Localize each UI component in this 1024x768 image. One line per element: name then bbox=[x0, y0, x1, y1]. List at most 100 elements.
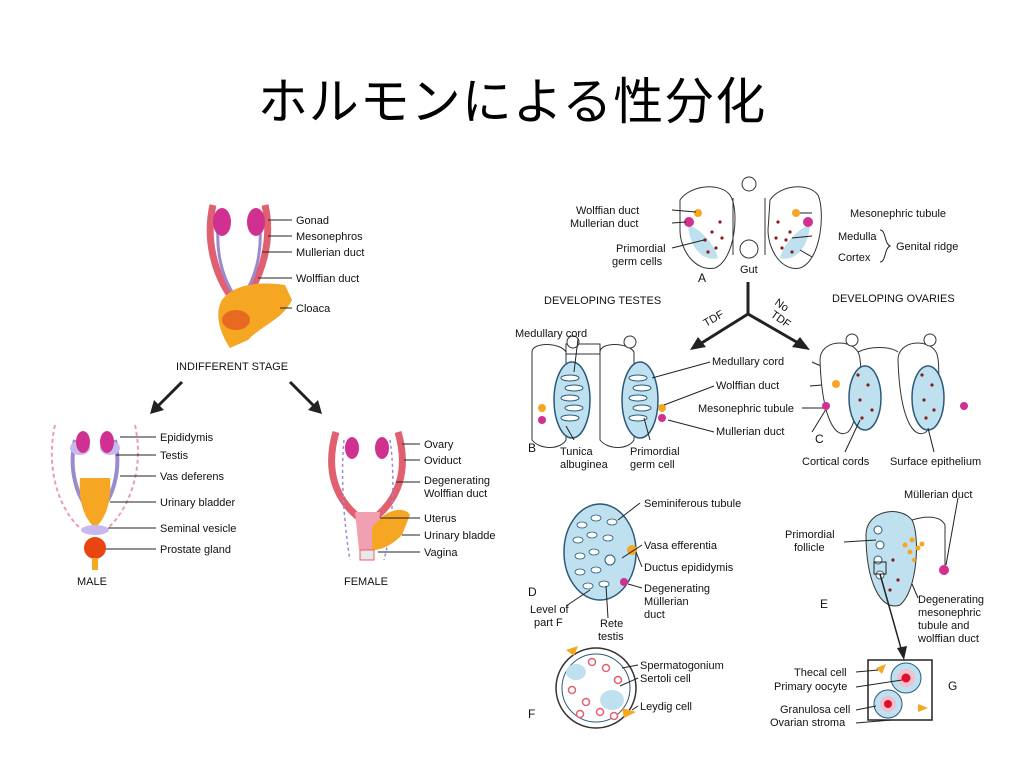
panel-a-leader-lines bbox=[671, 209, 813, 258]
male-figure bbox=[50, 424, 139, 570]
label-d-degenerating: Degenerating bbox=[644, 583, 710, 595]
label-wolffian-duct-female: Wolffian duct bbox=[424, 488, 487, 500]
label-b-germ-cell: germ cell bbox=[630, 459, 675, 471]
panel-c-figure bbox=[819, 333, 968, 435]
label-a-germ-cells: germ cells bbox=[612, 256, 663, 268]
indifferent-stage-figure bbox=[206, 204, 292, 348]
label-ovarian-stroma: Ovarian stroma bbox=[770, 717, 846, 729]
label-part-f: part F bbox=[534, 617, 563, 629]
label-thecal-cell: Thecal cell bbox=[794, 667, 847, 679]
female-caption: FEMALE bbox=[344, 576, 388, 588]
label-mesonephros: Mesonephros bbox=[296, 231, 363, 243]
panel-e-leader-lines bbox=[843, 497, 959, 599]
label-epididymis: Epididymis bbox=[160, 432, 214, 444]
panel-a-figure bbox=[679, 176, 822, 269]
branch-arrows bbox=[690, 282, 810, 350]
label-urinary-bladder-male: Urinary bladder bbox=[160, 497, 236, 509]
label-a-medulla: Medulla bbox=[838, 231, 877, 243]
letter-e: E bbox=[820, 597, 828, 611]
label-ductus-epididymis: Ductus epididymis bbox=[644, 562, 734, 574]
indifferent-leader-lines bbox=[258, 219, 292, 309]
panel-e-figure bbox=[865, 511, 949, 607]
label-oviduct: Oviduct bbox=[424, 455, 461, 467]
label-e-wolffian-duct: wolffian duct bbox=[917, 633, 979, 645]
label-gonad: Gonad bbox=[296, 215, 329, 227]
label-seminal-vesicle: Seminal vesicle bbox=[160, 523, 236, 535]
label-d-duct: duct bbox=[644, 609, 665, 621]
letter-d: D bbox=[528, 585, 537, 599]
label-tdf: TDF bbox=[702, 308, 727, 329]
letter-c: C bbox=[815, 432, 824, 446]
panel-f-figure bbox=[555, 646, 637, 729]
indifferent-stage-caption: INDIFFERENT STAGE bbox=[176, 361, 288, 373]
label-leydig-cell: Leydig cell bbox=[640, 701, 692, 713]
label-granulosa-cell: Granulosa cell bbox=[780, 704, 850, 716]
panel-c-leader-lines bbox=[844, 419, 935, 453]
panel-g-leader-lines bbox=[855, 669, 903, 724]
letter-f: F bbox=[528, 707, 535, 721]
label-spermatogonium: Spermatogonium bbox=[640, 660, 724, 672]
panel-b-figure bbox=[531, 335, 666, 448]
developing-ovaries-caption: DEVELOPING OVARIES bbox=[832, 293, 955, 305]
label-a-gut: Gut bbox=[740, 264, 758, 276]
label-prostate-gland: Prostate gland bbox=[160, 544, 231, 556]
letter-b: B bbox=[528, 441, 536, 455]
label-cloaca: Cloaca bbox=[296, 303, 331, 315]
label-e-primordial: Primordial bbox=[785, 529, 835, 541]
panel-d-figure bbox=[563, 503, 637, 601]
panel-d-leader-lines bbox=[565, 502, 643, 619]
label-b-medullary-cord: Medullary cord bbox=[515, 328, 587, 340]
label-urinary-bladder-female: Urinary bladde bbox=[424, 530, 496, 542]
label-e-tubule-and: tubule and bbox=[918, 620, 969, 632]
label-e-follicle: follicle bbox=[794, 542, 825, 554]
label-a-primordial: Primordial bbox=[616, 243, 666, 255]
panel-f-leader-lines bbox=[619, 664, 639, 711]
label-e-degenerating: Degenerating bbox=[918, 594, 984, 606]
label-a-genital-ridge: Genital ridge bbox=[896, 241, 958, 253]
panel-g-figure bbox=[867, 659, 933, 721]
female-leader-lines bbox=[378, 443, 420, 553]
genital-ridge-brace bbox=[879, 229, 892, 263]
label-b-albuginea: albuginea bbox=[560, 459, 609, 471]
panel-b-leader-lines bbox=[565, 338, 651, 441]
label-seminiferous-tubule: Seminiferous tubule bbox=[644, 498, 741, 510]
label-degenerating: Degenerating bbox=[424, 475, 490, 487]
label-testis: Testis bbox=[160, 450, 189, 462]
label-b-primordial: Primordial bbox=[630, 446, 680, 458]
label-vas-deferens: Vas deferens bbox=[160, 471, 225, 483]
letter-a: A bbox=[698, 271, 706, 285]
letter-g: G bbox=[948, 679, 957, 693]
label-a-wolffian-duct: Wolffian duct bbox=[576, 205, 639, 217]
left-arrows bbox=[150, 380, 322, 414]
label-e-mullerian-duct: Müllerian duct bbox=[904, 489, 972, 501]
label-sertoli-cell: Sertoli cell bbox=[640, 673, 691, 685]
label-b-tunica: Tunica bbox=[560, 446, 593, 458]
male-caption: MALE bbox=[77, 576, 107, 588]
label-testis-d: testis bbox=[598, 631, 624, 643]
label-surface-epithelium: Surface epithelium bbox=[890, 456, 981, 468]
female-figure bbox=[328, 431, 410, 561]
label-a-mullerian-duct: Mullerian duct bbox=[570, 218, 638, 230]
label-a-mesonephric-tubule: Mesonephric tubule bbox=[850, 208, 946, 220]
label-vagina: Vagina bbox=[424, 547, 458, 559]
label-medullary-cord: Medullary cord bbox=[712, 356, 784, 368]
label-vasa-efferentia: Vasa efferentia bbox=[644, 540, 718, 552]
male-leader-lines bbox=[106, 436, 156, 550]
label-level-of: Level of bbox=[530, 604, 569, 616]
middle-leader-lines bbox=[651, 361, 849, 433]
developing-testes-caption: DEVELOPING TESTES bbox=[544, 295, 661, 307]
arrow-e-to-g bbox=[879, 573, 907, 660]
label-uterus: Uterus bbox=[424, 513, 457, 525]
label-ovary: Ovary bbox=[424, 439, 454, 451]
label-primary-oocyte: Primary oocyte bbox=[774, 681, 847, 693]
label-mullerian-duct: Mullerian duct bbox=[296, 247, 364, 259]
label-cortical-cords: Cortical cords bbox=[802, 456, 870, 468]
label-rete: Rete bbox=[600, 618, 623, 630]
label-mullerian-duct-mid: Mullerian duct bbox=[716, 426, 784, 438]
label-a-cortex: Cortex bbox=[838, 252, 871, 264]
slide-title: ホルモンによる性分化 bbox=[257, 73, 767, 131]
label-wolffian-duct: Wolffian duct bbox=[296, 273, 359, 285]
label-e-mesonephric: mesonephric bbox=[918, 607, 981, 619]
label-mesonephric-tubule-mid: Mesonephric tubule bbox=[698, 403, 794, 415]
